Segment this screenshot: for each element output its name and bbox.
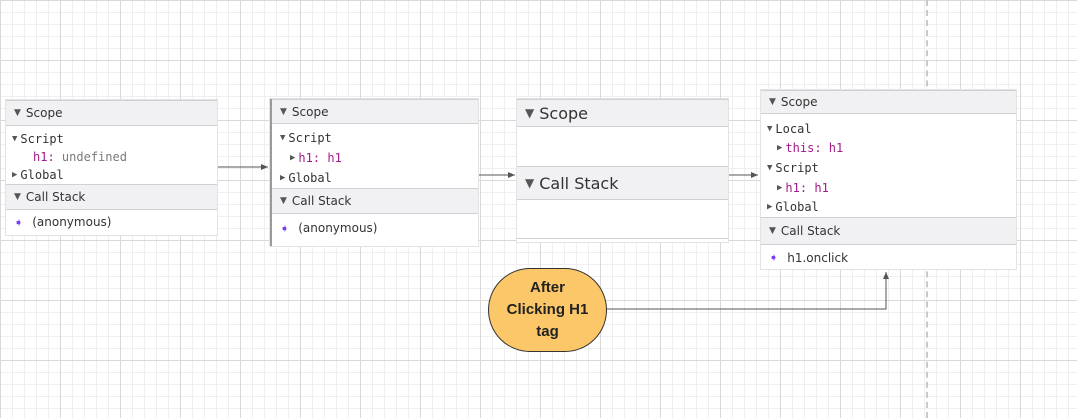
variable-value: undefined [61,150,127,164]
scope-label: Scope [291,104,329,119]
call-frame[interactable]: ➧ h1.onclick [761,245,1016,270]
expand-triangle-icon: ▼ [14,192,21,202]
callstack-label: Call Stack [291,194,352,208]
debugger-panel-1: ▼ Scope ▼ Script h1: undefined ▶ Global … [6,100,217,235]
expand-triangle-icon: ▼ [767,163,773,173]
callstack-label: Call Stack [539,173,619,193]
frame-label: (anonymous) [298,221,378,235]
script-scope-row[interactable]: ▼ Script [6,129,217,148]
variable-value: h1 [327,151,342,165]
collapse-triangle-icon: ▶ [290,153,296,163]
current-frame-arrow-icon: ➧ [280,221,290,235]
debugger-panel-3: ▼ Scope ▼ Call Stack [517,99,728,242]
global-scope-row[interactable]: ▶ Global [6,166,217,184]
callstack-header[interactable]: ▼ Call Stack [270,188,478,214]
scope-label: Scope [539,103,588,123]
global-scope-row[interactable]: ▶ Global [270,168,478,188]
scope-empty-area [517,127,728,166]
variable-name: h1: [298,151,321,165]
variable-name: h1: [785,180,808,195]
collapse-triangle-icon: ▶ [777,182,783,193]
scope-header[interactable]: ▼ Scope [761,90,1016,114]
call-frame[interactable]: ➧ (anonymous) [6,210,217,234]
expand-triangle-icon: ▼ [769,97,776,107]
note-line-1: After [529,279,565,296]
expand-triangle-icon: ▼ [12,133,18,144]
collapse-triangle-icon: ▶ [777,143,783,153]
debugger-panel-2: ▼ Scope ▼ Script ▶ h1: h1 ▶ Global ▼ Cal… [270,99,478,246]
frame-label: h1.onclick [787,250,849,265]
callstack-header[interactable]: ▼ Call Stack [761,217,1016,245]
note-line-3: tag [536,323,559,340]
this-name: this: [785,141,822,155]
variable-row[interactable]: ▶ h1: h1 [761,178,1016,197]
scope-header[interactable]: ▼ Scope [6,100,217,126]
collapse-triangle-icon: ▶ [280,173,286,183]
expand-triangle-icon: ▼ [525,106,535,120]
local-label: Local [775,121,812,136]
expand-triangle-icon: ▼ [280,196,287,206]
expand-triangle-icon: ▼ [14,108,21,118]
debugger-panel-4: ▼ Scope ▼ Local ▶ this: h1 ▼ Script ▶ h1… [761,90,1016,269]
after-clicking-h1-note: After Clicking H1 tag [488,268,607,352]
panel-left-border [270,99,272,246]
scope-header[interactable]: ▼ Scope [517,99,728,127]
this-value: h1 [828,141,844,155]
script-scope-row[interactable]: ▼ Script [761,158,1016,178]
expand-triangle-icon: ▼ [280,106,287,117]
arrow-bubble-to-panel4 [605,272,889,310]
global-label: Global [775,200,819,214]
expand-triangle-icon: ▼ [525,176,535,190]
callstack-label: Call Stack [780,224,841,238]
this-row[interactable]: ▶ this: h1 [761,138,1016,158]
note-line-2: Clicking H1 [506,301,589,318]
callstack-header[interactable]: ▼ Call Stack [517,166,728,200]
callstack-empty-area [517,200,728,239]
call-frame[interactable]: ➧ (anonymous) [270,214,478,242]
callstack-header[interactable]: ▼ Call Stack [6,184,217,210]
collapse-triangle-icon: ▶ [767,202,773,212]
variable-row[interactable]: ▶ h1: h1 [270,148,478,168]
current-frame-arrow-icon: ➧ [769,251,779,264]
callstack-label: Call Stack [25,190,86,204]
local-scope-row[interactable]: ▼ Local [761,119,1016,138]
frame-label: (anonymous) [32,215,112,229]
expand-triangle-icon: ▼ [280,133,286,143]
script-label: Script [288,131,332,145]
script-label: Script [20,131,64,146]
variable-row: h1: undefined [6,148,217,166]
global-scope-row[interactable]: ▶ Global [761,197,1016,217]
global-label: Global [288,171,332,185]
global-label: Global [20,168,64,182]
scope-header[interactable]: ▼ Scope [270,99,478,124]
variable-name: h1: [33,150,55,164]
expand-triangle-icon: ▼ [767,123,773,134]
variable-value: h1 [814,180,829,195]
scope-label: Scope [780,95,818,109]
script-label: Script [775,161,819,175]
current-frame-arrow-icon: ➧ [14,215,24,229]
expand-triangle-icon: ▼ [769,226,776,236]
scope-label: Scope [25,106,63,120]
collapse-triangle-icon: ▶ [12,170,18,180]
script-scope-row[interactable]: ▼ Script [270,128,478,148]
